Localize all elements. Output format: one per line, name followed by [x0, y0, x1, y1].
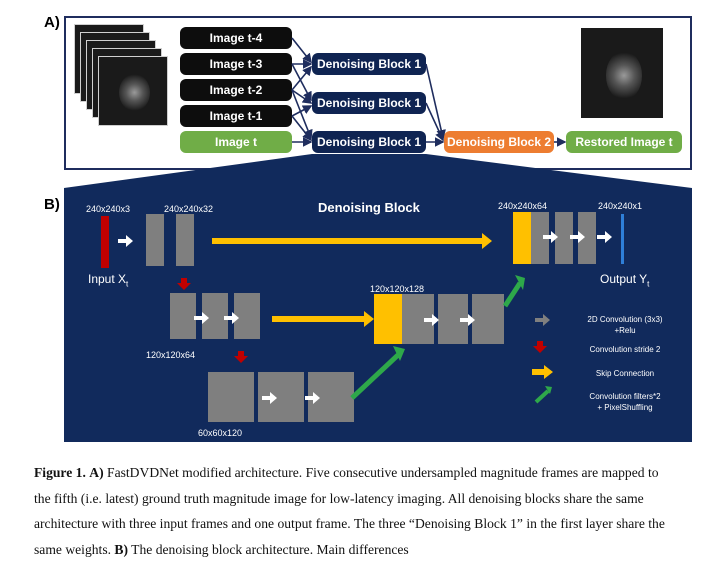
upsample-arrows: [350, 281, 523, 400]
output-label: Output Yt: [600, 272, 650, 289]
skip-arrows: [212, 233, 492, 327]
input-image-t-3: Image t-3: [180, 53, 292, 75]
conv-block: [208, 372, 254, 422]
conv-arrow: [118, 235, 133, 247]
dim-up1: 120x120x128: [370, 284, 425, 294]
stride-arrows: [177, 278, 248, 363]
legend-stride-icon: [533, 341, 547, 353]
legend-stride: Convolution stride 2: [589, 345, 661, 354]
conv-block: [555, 212, 573, 264]
stride-arrow: [177, 278, 191, 290]
skip-concat: [374, 294, 402, 344]
dim-out: 240x240x1: [598, 201, 643, 211]
arrow-t1-to-block1-mid: [291, 105, 313, 117]
arrow-t2-to-block1-top: [291, 65, 313, 91]
conv-arrow: [570, 231, 585, 243]
conv-arrow: [194, 312, 209, 324]
panel-a-label: A): [44, 14, 60, 31]
skip-arrow-mid: [272, 311, 374, 327]
caption-figure-label: Figure 1.: [34, 465, 86, 480]
conv-arrow: [305, 392, 320, 404]
conv-arrow: [460, 314, 475, 326]
legend-upsample-icon: [534, 389, 550, 404]
conv-arrow: [543, 231, 558, 243]
legend-skip: Skip Connection: [595, 369, 655, 378]
conv-arrow: [424, 314, 439, 326]
legend-conv-icon: [535, 314, 550, 326]
conv-block: [234, 293, 260, 339]
conv-arrow: [262, 392, 277, 404]
conv-block: [170, 293, 196, 339]
dim-conv1: 240x240x32: [164, 204, 214, 214]
upsample-arrow: [502, 281, 523, 308]
input-label: Input Xt: [88, 272, 129, 289]
stride-arrow: [234, 351, 248, 363]
arrow-t4-to-block1-top: [291, 37, 312, 64]
legend-conv: 2D Convolution (3x3)+Relu: [587, 315, 663, 335]
denoising-block-1-middle: Denoising Block 1: [312, 92, 426, 114]
arrow-t3-to-block1-mid: [291, 63, 312, 102]
denoising-block-1-bottom: Denoising Block 1: [312, 131, 426, 153]
arrow-t1-to-block1-bot: [291, 115, 312, 142]
conv-block: [176, 214, 194, 266]
conv-arrow: [224, 312, 239, 324]
caption-a-label: A): [89, 465, 104, 480]
conv-block: [531, 212, 549, 264]
upsample-arrow: [350, 353, 400, 400]
dim-up2: 240x240x64: [498, 201, 548, 211]
dim-mid: 120x120x64: [146, 350, 196, 360]
legend-skip-icon: [532, 365, 553, 379]
denoising-block-1-top: Denoising Block 1: [312, 53, 426, 75]
skip-arrow-top: [212, 233, 492, 249]
conv-arrows: [118, 231, 612, 404]
panel-b-label: B): [44, 196, 60, 213]
restored-mri-image: [580, 27, 664, 119]
zoom-connector: [64, 154, 692, 188]
input-image-t-1: Image t-1: [180, 105, 292, 127]
restored-image-t: Restored Image t: [566, 131, 682, 153]
arrow-t2-to-block1-bot: [291, 89, 313, 140]
arrow-block1-top-to-block2: [425, 63, 446, 140]
legend-pixelshuffle: Convolution filters*2+ PixelShuffling: [589, 392, 661, 412]
dim-low: 60x60x120: [198, 428, 243, 438]
conv-block: [146, 214, 164, 266]
conv-block: [472, 294, 504, 344]
conv-block: [578, 212, 596, 264]
figure-caption: Figure 1. A) FastDVDNet modified archite…: [34, 460, 674, 562]
denoising-block-title: Denoising Block: [318, 200, 420, 215]
input-image-t: Image t: [180, 131, 292, 153]
input-image-t-2: Image t-2: [180, 79, 292, 101]
denoising-block-2: Denoising Block 2: [444, 131, 554, 153]
input-tensor: [101, 216, 109, 268]
caption-b-text: The denoising block architecture. Main d…: [128, 541, 409, 557]
input-image-t-4: Image t-4: [180, 27, 292, 49]
arrow-block1-mid-to-block2: [425, 102, 445, 142]
caption-a-text: FastDVDNet modified architecture. Five c…: [34, 465, 665, 557]
conv-arrow: [597, 231, 612, 243]
mri-frame: [98, 56, 168, 126]
skip-concat: [513, 212, 531, 264]
caption-b-label: B): [114, 541, 129, 557]
output-tensor: [621, 214, 624, 264]
arrow-t2-to-block1-mid: [291, 89, 313, 104]
dim-input: 240x240x3: [86, 204, 131, 214]
